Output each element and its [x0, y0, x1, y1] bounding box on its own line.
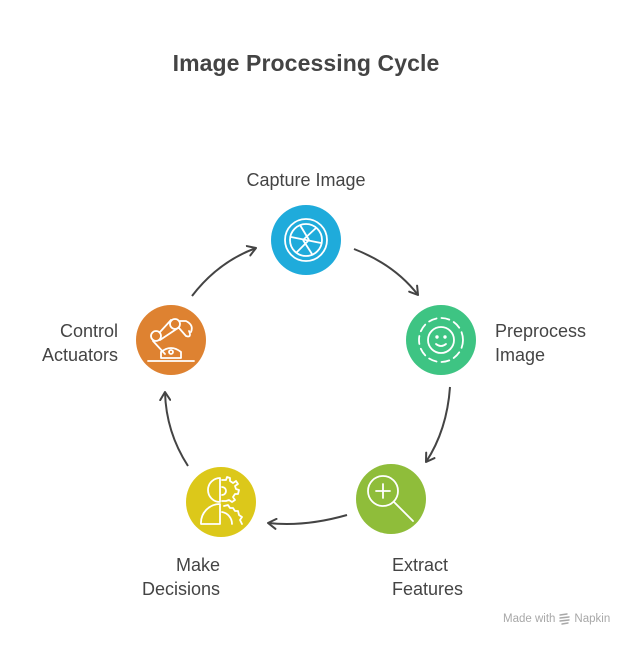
label-capture-image: Capture Image — [226, 168, 386, 192]
step-extract-features — [356, 464, 426, 534]
label-line: Features — [392, 579, 464, 599]
label-control-actuators: Control Actuators — [8, 319, 118, 367]
step-control-actuators — [136, 305, 206, 375]
label-line: Extract — [392, 555, 449, 575]
arrow-capture-to-preprocess — [353, 248, 419, 296]
label-preprocess-image: Preprocess Image — [495, 319, 625, 367]
label-line: Control — [59, 321, 118, 341]
label-extract-features: Extract Features — [392, 553, 522, 601]
napkin-logo-icon — [559, 613, 571, 625]
head-gears-icon — [200, 476, 243, 525]
arrow-preprocess-to-extract — [425, 386, 451, 463]
arrow-control-to-capture — [191, 245, 257, 297]
napkin-watermark: Made with Napkin — [503, 613, 610, 625]
decisions-circle — [186, 467, 256, 537]
watermark-brand: Napkin — [574, 613, 611, 625]
watermark-prefix: Made with — [503, 613, 556, 625]
zoom-in-magnifier-icon — [367, 475, 414, 522]
camera-aperture-icon — [284, 218, 328, 262]
label-line: Preprocess — [495, 321, 587, 341]
label-line: Image — [495, 345, 546, 365]
step-make-decisions — [186, 467, 256, 537]
preprocess-circle — [406, 305, 476, 375]
robotic-arm-icon — [147, 318, 195, 362]
arrow-decisions-to-control — [159, 391, 189, 467]
label-line: Actuators — [41, 345, 118, 365]
label-line: Make — [175, 555, 220, 575]
control-circle — [136, 305, 206, 375]
label-line: Decisions — [141, 579, 220, 599]
label-line: Capture Image — [246, 170, 366, 190]
extract-circle — [356, 464, 426, 534]
step-preprocess-image — [406, 305, 476, 375]
step-capture-image — [271, 205, 341, 275]
diagram-title: Image Processing Cycle — [172, 50, 440, 76]
arrow-extract-to-decisions — [267, 514, 348, 530]
face-recognition-icon — [418, 317, 464, 363]
label-make-decisions: Make Decisions — [100, 553, 220, 601]
